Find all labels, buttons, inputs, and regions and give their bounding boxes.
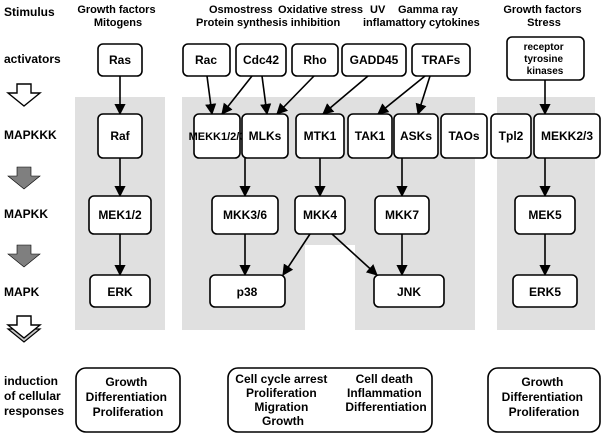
row-label-stimulus: Stimulus	[4, 5, 55, 19]
node-taos: TAOs	[440, 113, 488, 159]
node-gadd45: GADD45	[341, 43, 407, 77]
node-tak1: TAK1	[347, 113, 393, 159]
node-erk5: ERK5	[512, 274, 578, 308]
node-mek5: MEK5	[514, 195, 576, 235]
svg-text:ERK5: ERK5	[529, 285, 561, 299]
node-receptor-tyrosine-kinases: receptor tyrosine kinases	[506, 36, 585, 81]
svg-text:Growth Differentiation: Growth Differentiation Proliferation	[502, 375, 587, 419]
svg-text:MKK4: MKK4	[303, 208, 337, 222]
response-box-left: Growth Differentiation Proliferation	[75, 367, 181, 433]
row-label-activators: activators	[4, 52, 61, 66]
svg-text:MEKK1/2/3: MEKK1/2/3	[189, 131, 246, 143]
svg-text:Ras: Ras	[109, 53, 131, 67]
node-cdc42: Cdc42	[235, 43, 287, 77]
block-arrow-dark-1	[7, 166, 41, 190]
node-raf: Raf	[97, 113, 143, 159]
arrow-rho-mlks	[276, 75, 315, 115]
stimulus-oxidative-stress: Oxidative stress	[278, 4, 363, 16]
svg-text:Cdc42: Cdc42	[243, 53, 279, 67]
svg-text:JNK: JNK	[397, 285, 421, 299]
svg-text:TRAFs: TRAFs	[422, 53, 461, 67]
arrow-mkk4-jnk	[331, 233, 378, 276]
svg-text:ASKs: ASKs	[400, 129, 432, 143]
svg-text:receptor tyrosine: receptor tyrosine kinases	[524, 42, 567, 77]
edges	[114, 75, 551, 277]
arrow-trafs-asks	[415, 75, 431, 116]
node-mkk36: MKK3/6	[211, 195, 279, 235]
svg-text:TAK1: TAK1	[355, 129, 386, 143]
node-jnk: JNK	[373, 274, 445, 308]
node-ras: Ras	[97, 43, 143, 77]
row-label-induction: induction of cellular responses	[4, 374, 64, 418]
svg-text:MEKK2/3: MEKK2/3	[541, 129, 593, 143]
node-mekk123: MEKK1/2/3	[189, 113, 246, 159]
stimulus-inflamattory-cytokines: inflamattory cytokines	[363, 17, 480, 29]
arrow-rac-mekk123	[205, 75, 217, 116]
block-arrow-stacked-top	[6, 315, 42, 339]
response-box-right: Growth Differentiation Proliferation	[487, 367, 601, 433]
svg-text:MEK5: MEK5	[528, 208, 562, 222]
stimulus-gamma-ray: Gamma ray	[398, 4, 459, 16]
svg-text:Cell cycle arrest Prolif: Cell cycle arrest Proliferation Migratio…	[235, 372, 330, 428]
node-mlks: MLKs	[241, 113, 289, 159]
node-rho: Rho	[291, 43, 339, 77]
stimulus-protein-synthesis-inhibition: Protein synthesis inhibition	[196, 17, 341, 29]
node-erk: ERK	[89, 274, 151, 308]
node-mkk7: MKK7	[374, 195, 430, 235]
node-trafs: TRAFs	[411, 43, 471, 77]
row-label-mapkk: MAPKK	[4, 207, 48, 221]
node-mtk1: MTK1	[295, 113, 345, 159]
svg-text:MTK1: MTK1	[304, 129, 337, 143]
row-label-mapkkk: MAPKKK	[4, 128, 57, 142]
svg-text:Rac: Rac	[195, 53, 217, 67]
svg-text:Cell death Inflammation: Cell death Inflammation Differentiation	[345, 372, 426, 414]
node-mkk4: MKK4	[294, 195, 346, 235]
stimulus-right: Growth factors Stress	[503, 4, 584, 29]
stimulus-uv: UV	[370, 4, 386, 16]
svg-text:Tpl2: Tpl2	[499, 129, 524, 143]
svg-text:Rho: Rho	[303, 53, 326, 67]
arrow-cdc42-mekk123	[221, 75, 253, 115]
node-rac: Rac	[182, 43, 231, 77]
node-tpl2: Tpl2	[490, 113, 532, 159]
svg-text:TAOs: TAOs	[448, 129, 479, 143]
svg-text:ERK: ERK	[107, 285, 133, 299]
stimulus-osmostress: Osmostress	[209, 4, 273, 16]
svg-text:MEK1/2: MEK1/2	[98, 208, 142, 222]
stimulus-left: Growth factors Mitogens	[77, 4, 158, 29]
svg-text:p38: p38	[237, 285, 258, 299]
svg-text:MKK7: MKK7	[385, 208, 419, 222]
svg-text:MKK3/6: MKK3/6	[223, 208, 267, 222]
node-p38: p38	[209, 274, 286, 308]
svg-text:Raf: Raf	[110, 129, 130, 143]
row-label-mapk: MAPK	[4, 285, 40, 299]
svg-text:GADD45: GADD45	[350, 53, 399, 67]
node-mek12: MEK1/2	[88, 195, 152, 235]
node-asks: ASKs	[393, 113, 439, 159]
block-arrow-dark-2	[7, 244, 41, 268]
block-arrow-hollow-1	[6, 83, 42, 107]
arrow-mkk4-p38	[282, 233, 311, 276]
svg-text:MLKs: MLKs	[249, 129, 282, 143]
arrow-trafs-tak1	[377, 75, 426, 115]
arrow-gadd45-mtk1	[322, 75, 369, 115]
arrow-cdc42-mlks	[260, 75, 272, 116]
node-mekk23: MEKK2/3	[533, 113, 601, 159]
svg-text:Growth Differentiation: Growth Differentiation Proliferation	[86, 375, 171, 419]
response-box-middle: Cell cycle arrest Proliferation Migratio…	[227, 367, 433, 433]
